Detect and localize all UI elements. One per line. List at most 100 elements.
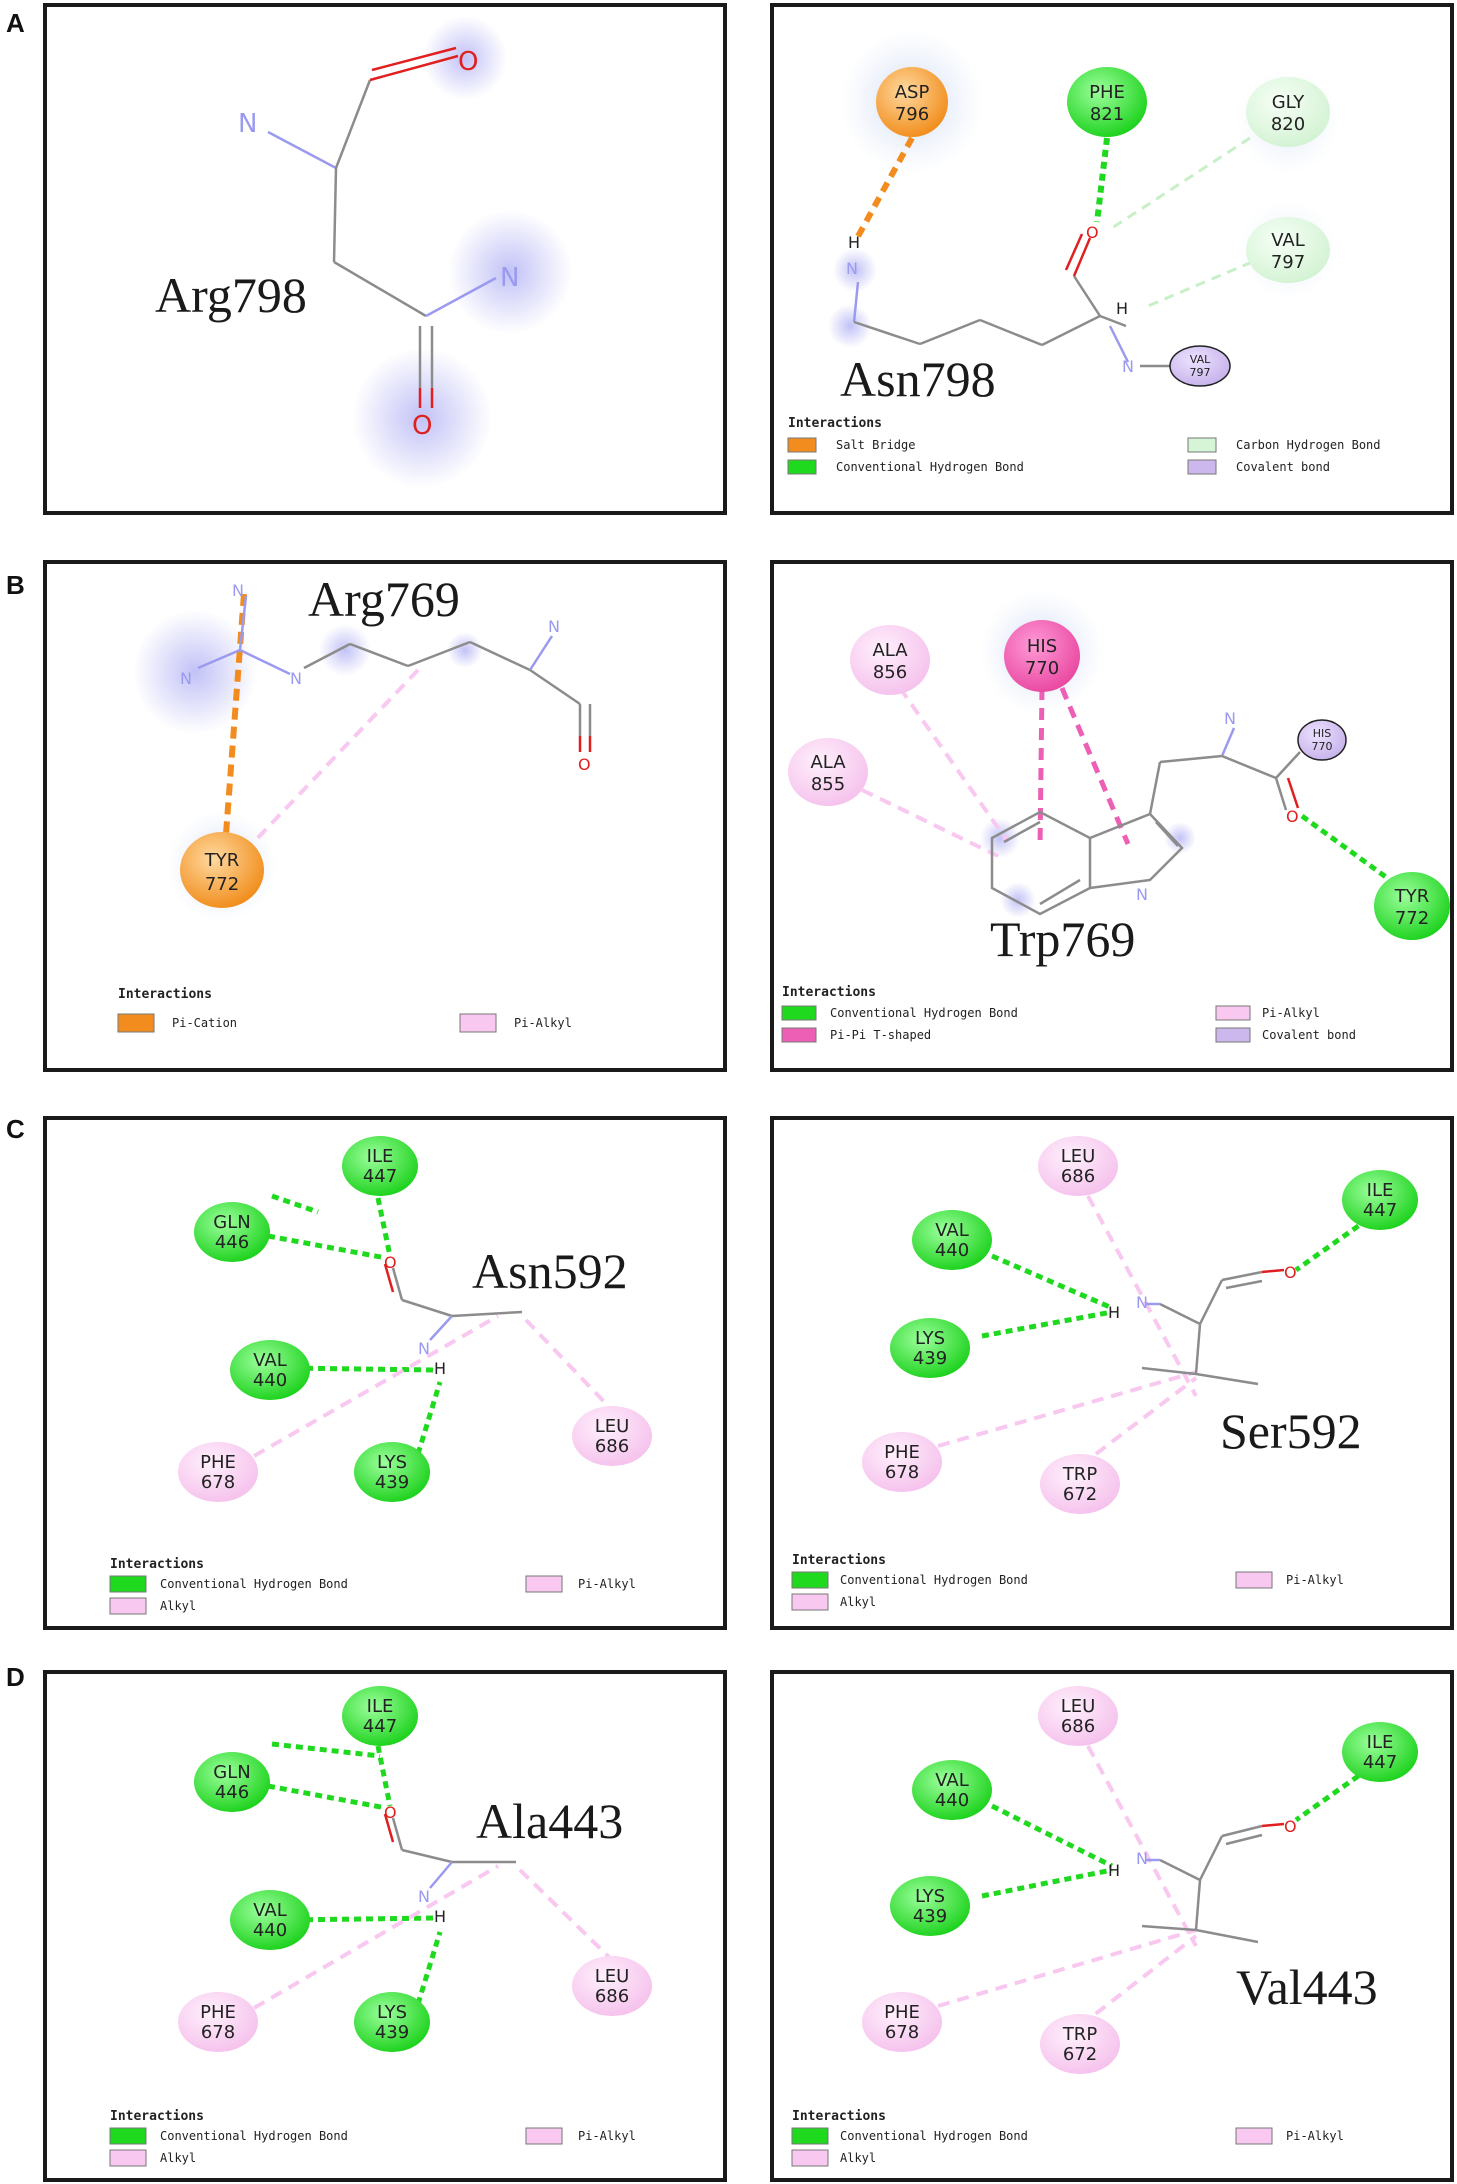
atom-n: N	[500, 263, 519, 293]
node-phe821: PHE 821	[1067, 67, 1147, 137]
svg-text:Pi-Alkyl: Pi-Alkyl	[514, 1016, 572, 1030]
svg-text:PHE: PHE	[884, 1442, 920, 1463]
svg-text:PHE: PHE	[200, 2002, 236, 2023]
atom-o: O	[458, 47, 478, 77]
legend: Interactions Conventional Hydrogen Bond …	[109, 2109, 636, 2167]
atom-o: O	[384, 1803, 397, 1822]
svg-text:Salt Bridge: Salt Bridge	[836, 438, 915, 452]
node-his770-covalent: HIS 770	[1297, 719, 1347, 761]
node-ile447: ILE 447	[342, 1136, 418, 1196]
svg-text:VAL: VAL	[253, 1900, 287, 1921]
atom-n: N	[418, 1887, 430, 1906]
legend: Interactions Salt Bridge Conventional Hy…	[787, 416, 1381, 475]
svg-text:678: 678	[201, 1472, 235, 1493]
svg-text:Interactions: Interactions	[792, 2109, 886, 2124]
atom-n: N	[180, 669, 192, 688]
atom-o: O	[1284, 1263, 1297, 1282]
atom-n: N	[1122, 357, 1134, 376]
node-val440: VAL 440	[912, 1760, 992, 1820]
node-leu686: LEU 686	[1038, 1686, 1118, 1746]
node-val797: VAL 797	[1246, 217, 1330, 283]
residue-label: Asn592	[472, 1243, 628, 1299]
svg-text:Conventional Hydrogen Bond: Conventional Hydrogen Bond	[830, 1006, 1018, 1020]
node-val440: VAL 440	[230, 1890, 310, 1950]
panel-d-left: O N H ILE 447 GLN 446 VAL 440 PHE 678 LY…	[43, 1670, 727, 2182]
panel-a-left: N O N O Arg798	[43, 3, 727, 515]
svg-text:TYR: TYR	[1394, 886, 1430, 907]
svg-text:Interactions: Interactions	[110, 2109, 204, 2124]
svg-text:Conventional Hydrogen Bond: Conventional Hydrogen Bond	[840, 2129, 1028, 2143]
svg-text:PHE: PHE	[884, 2002, 920, 2023]
svg-text:Interactions: Interactions	[110, 1557, 204, 1572]
residue-label: Arg769	[308, 571, 460, 627]
atom-n: N	[1136, 1849, 1148, 1868]
node-leu686: LEU 686	[572, 1956, 652, 2016]
node-ile447: ILE 447	[1342, 1170, 1418, 1230]
panel-b-right: N O N ALA 856 HIS 770 ALA 855 HIS 770 TY…	[770, 560, 1454, 1072]
svg-text:ILE: ILE	[367, 1696, 394, 1717]
node-ala855: ALA 855	[788, 738, 868, 806]
svg-text:770: 770	[1312, 740, 1333, 753]
svg-text:ALA: ALA	[810, 752, 846, 773]
node-leu686: LEU 686	[1038, 1136, 1118, 1196]
svg-text:Covalent bond: Covalent bond	[1262, 1028, 1356, 1042]
svg-text:686: 686	[595, 1436, 629, 1457]
atom-n: N	[846, 259, 858, 278]
svg-text:Alkyl: Alkyl	[160, 2151, 196, 2165]
svg-text:821: 821	[1090, 104, 1124, 125]
svg-text:Conventional Hydrogen Bond: Conventional Hydrogen Bond	[160, 2129, 348, 2143]
svg-text:ILE: ILE	[1367, 1180, 1394, 1201]
svg-text:LYS: LYS	[915, 1328, 945, 1349]
svg-text:HIS: HIS	[1313, 727, 1332, 740]
svg-text:PHE: PHE	[1089, 82, 1125, 103]
row-label-b: B	[6, 570, 25, 600]
node-val440: VAL 440	[912, 1210, 992, 1270]
residue-label: Asn798	[840, 351, 996, 407]
svg-text:678: 678	[885, 1462, 919, 1483]
svg-text:GLN: GLN	[213, 1762, 250, 1783]
svg-text:HIS: HIS	[1027, 636, 1057, 657]
residue-label: Ala443	[476, 1793, 623, 1849]
svg-text:LEU: LEU	[595, 1416, 630, 1437]
svg-text:672: 672	[1063, 2044, 1097, 2065]
atom-n: N	[418, 1339, 430, 1358]
svg-text:Conventional Hydrogen Bond: Conventional Hydrogen Bond	[840, 1573, 1028, 1587]
svg-text:VAL: VAL	[935, 1770, 969, 1791]
atom-o: O	[412, 411, 432, 441]
svg-text:Pi-Alkyl: Pi-Alkyl	[1262, 1006, 1320, 1020]
svg-text:ILE: ILE	[1367, 1732, 1394, 1753]
svg-text:TRP: TRP	[1062, 1464, 1098, 1485]
svg-text:LEU: LEU	[595, 1966, 630, 1987]
panel-c-right: O N H LEU 686 ILE 447 VAL 440 LYS 439 PH…	[770, 1116, 1454, 1630]
panel-d-right: O N H LEU 686 ILE 447 VAL 440 LYS 439 PH…	[770, 1670, 1454, 2182]
svg-text:Alkyl: Alkyl	[840, 2151, 876, 2165]
svg-text:LEU: LEU	[1061, 1146, 1096, 1167]
svg-text:Pi-Pi T-shaped: Pi-Pi T-shaped	[830, 1028, 931, 1042]
svg-text:440: 440	[253, 1370, 287, 1391]
panel-b-left: N N N N O Arg769 TYR 772 Interactions Pi…	[43, 560, 727, 1072]
svg-text:447: 447	[1363, 1752, 1397, 1773]
node-lys439: LYS 439	[890, 1318, 970, 1378]
svg-text:LYS: LYS	[377, 1452, 407, 1473]
svg-text:672: 672	[1063, 1484, 1097, 1505]
svg-text:VAL: VAL	[935, 1220, 969, 1241]
atom-h: H	[434, 1907, 446, 1926]
legend: Interactions Conventional Hydrogen Bond …	[791, 1553, 1344, 1611]
row-label-a: A	[6, 8, 25, 38]
atom-n: N	[548, 617, 560, 636]
svg-text:440: 440	[935, 1790, 969, 1811]
svg-text:VAL: VAL	[1190, 353, 1211, 366]
svg-text:770: 770	[1025, 658, 1059, 679]
svg-text:LEU: LEU	[1061, 1696, 1096, 1717]
svg-text:Pi-Cation: Pi-Cation	[172, 1016, 237, 1030]
atom-n: N	[1136, 1293, 1148, 1312]
svg-text:ILE: ILE	[367, 1146, 394, 1167]
atom-o: O	[1286, 807, 1299, 826]
svg-text:772: 772	[1395, 908, 1429, 929]
svg-text:439: 439	[913, 1906, 947, 1927]
node-gln446: GLN 446	[194, 1202, 270, 1262]
node-lys439: LYS 439	[354, 1992, 430, 2052]
svg-text:LYS: LYS	[915, 1886, 945, 1907]
atom-o: O	[578, 755, 591, 774]
